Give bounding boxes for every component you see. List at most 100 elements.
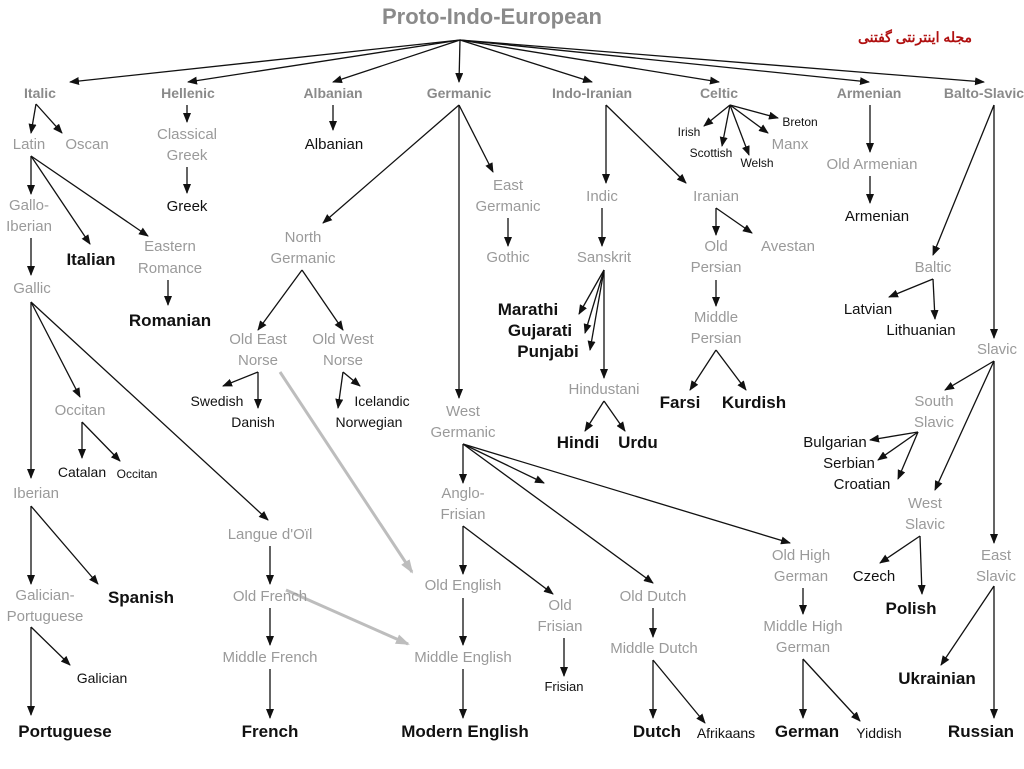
node-anglo-frisian-2: Frisian: [440, 506, 485, 523]
node-marathi: Marathi: [498, 300, 558, 319]
tree-edge: [932, 104, 995, 256]
tree-labels: مجله اینترنتی گفتنی Proto-Indo-European …: [6, 4, 1024, 741]
tree-edge: [605, 104, 687, 184]
node-modern-english: Modern English: [401, 722, 529, 741]
node-hindustani: Hindustani: [569, 381, 640, 398]
node-albanian: Albanian: [305, 136, 363, 153]
node-polish: Polish: [885, 599, 936, 618]
node-middle-persian-2: Persian: [691, 330, 742, 347]
node-lithuanian: Lithuanian: [886, 322, 955, 339]
node-frisian: Frisian: [544, 679, 583, 694]
tree-edge: [459, 39, 593, 84]
node-dutch: Dutch: [633, 722, 681, 741]
tree-edge: [729, 104, 750, 156]
node-romanian: Romanian: [129, 311, 211, 330]
node-old-dutch: Old Dutch: [620, 588, 687, 605]
tree-edge: [455, 39, 464, 83]
node-old-persian-2: Persian: [691, 259, 742, 276]
node-gallo-iberian-1: Gallo-: [9, 197, 49, 214]
tree-edge: [462, 443, 654, 584]
node-slavic: Slavic: [977, 341, 1018, 358]
tree-edge: [888, 278, 934, 298]
tree-edge: [462, 443, 791, 545]
node-occitan: Occitan: [117, 467, 158, 481]
tree-edge: [802, 658, 861, 722]
influence-edge: [278, 371, 414, 574]
tree-edge: [715, 207, 753, 234]
node-armenian: Armenian: [845, 208, 909, 225]
tree-edge: [703, 104, 731, 127]
node-afrikaans: Afrikaans: [697, 725, 755, 741]
node-gallic: Gallic: [13, 280, 51, 297]
node-icelandic: Icelandic: [354, 393, 409, 409]
node-swedish: Swedish: [191, 393, 244, 409]
tree-edge: [462, 443, 545, 484]
node-croatian: Croatian: [834, 476, 891, 493]
node-old-east-norse-2: Norse: [238, 352, 278, 369]
tree-edge: [187, 39, 461, 85]
node-north-germanic-1: North: [285, 229, 322, 246]
node-old-frisian-2: Frisian: [537, 618, 582, 635]
node-sanskrit: Sanskrit: [577, 249, 632, 266]
node-italic: Italic: [24, 85, 56, 101]
node-occitan-parent: Occitan: [55, 402, 106, 419]
node-kurdish: Kurdish: [722, 393, 786, 412]
tree-edge: [35, 103, 63, 134]
node-east-slavic-2: Slavic: [976, 568, 1017, 585]
node-old-persian-1: Old: [704, 238, 727, 255]
tree-edge: [652, 659, 706, 724]
node-galician-portuguese-1: Galician-: [15, 587, 74, 604]
tree-edge: [729, 104, 769, 134]
node-urdu: Urdu: [618, 433, 658, 452]
node-scottish: Scottish: [690, 146, 733, 160]
node-portuguese: Portuguese: [18, 722, 112, 741]
tree-edge: [934, 360, 995, 491]
tree-edge: [459, 39, 870, 86]
tree-edge: [342, 371, 361, 387]
node-langue-doil: Langue d'Oïl: [228, 526, 313, 543]
tree-edge: [583, 269, 605, 334]
node-serbian: Serbian: [823, 455, 875, 472]
node-gallo-iberian-2: Iberian: [6, 218, 52, 235]
node-albanian-branch: Albanian: [303, 85, 362, 101]
node-galician: Galician: [77, 670, 128, 686]
node-west-slavic-2: Slavic: [905, 516, 946, 533]
tree-edge: [335, 371, 344, 409]
node-ukrainian: Ukrainian: [898, 669, 975, 688]
node-hindi: Hindi: [557, 433, 600, 452]
node-middle-high-german-2: German: [776, 639, 830, 656]
tree-edge: [30, 626, 71, 666]
node-gujarati: Gujarati: [508, 321, 572, 340]
tree-edge: [877, 431, 919, 461]
node-spanish: Spanish: [108, 588, 174, 607]
node-old-high-german-1: Old High: [772, 547, 830, 564]
node-russian: Russian: [948, 722, 1014, 741]
tree-edge: [301, 269, 344, 331]
node-south-slavic-1: South: [914, 393, 953, 410]
node-old-west-norse-1: Old West: [312, 331, 374, 348]
node-yiddish: Yiddish: [856, 725, 901, 741]
node-catalan: Catalan: [58, 464, 106, 480]
tree-edge: [715, 349, 747, 391]
node-czech: Czech: [853, 568, 896, 585]
node-middle-english: Middle English: [414, 649, 512, 666]
node-middle-french: Middle French: [222, 649, 317, 666]
tree-edge: [879, 535, 921, 564]
node-east-germanic-1: East: [493, 177, 524, 194]
node-indo-iranian: Indo-Iranian: [552, 85, 632, 101]
node-avestan: Avestan: [761, 238, 815, 255]
node-iranian: Iranian: [693, 188, 739, 205]
node-south-slavic-2: Slavic: [914, 414, 955, 431]
node-oscan: Oscan: [65, 136, 108, 153]
tree-edges: [27, 39, 998, 724]
node-north-germanic-2: Germanic: [270, 250, 336, 267]
node-eastern-romance-1: Eastern: [144, 238, 196, 255]
tree-edge: [459, 39, 720, 85]
node-latvian: Latvian: [844, 301, 892, 318]
node-irish: Irish: [678, 125, 701, 139]
node-manx: Manx: [772, 136, 809, 153]
node-danish: Danish: [231, 414, 275, 430]
node-armenian-branch: Armenian: [837, 85, 902, 101]
node-anglo-frisian-1: Anglo-: [441, 485, 484, 502]
